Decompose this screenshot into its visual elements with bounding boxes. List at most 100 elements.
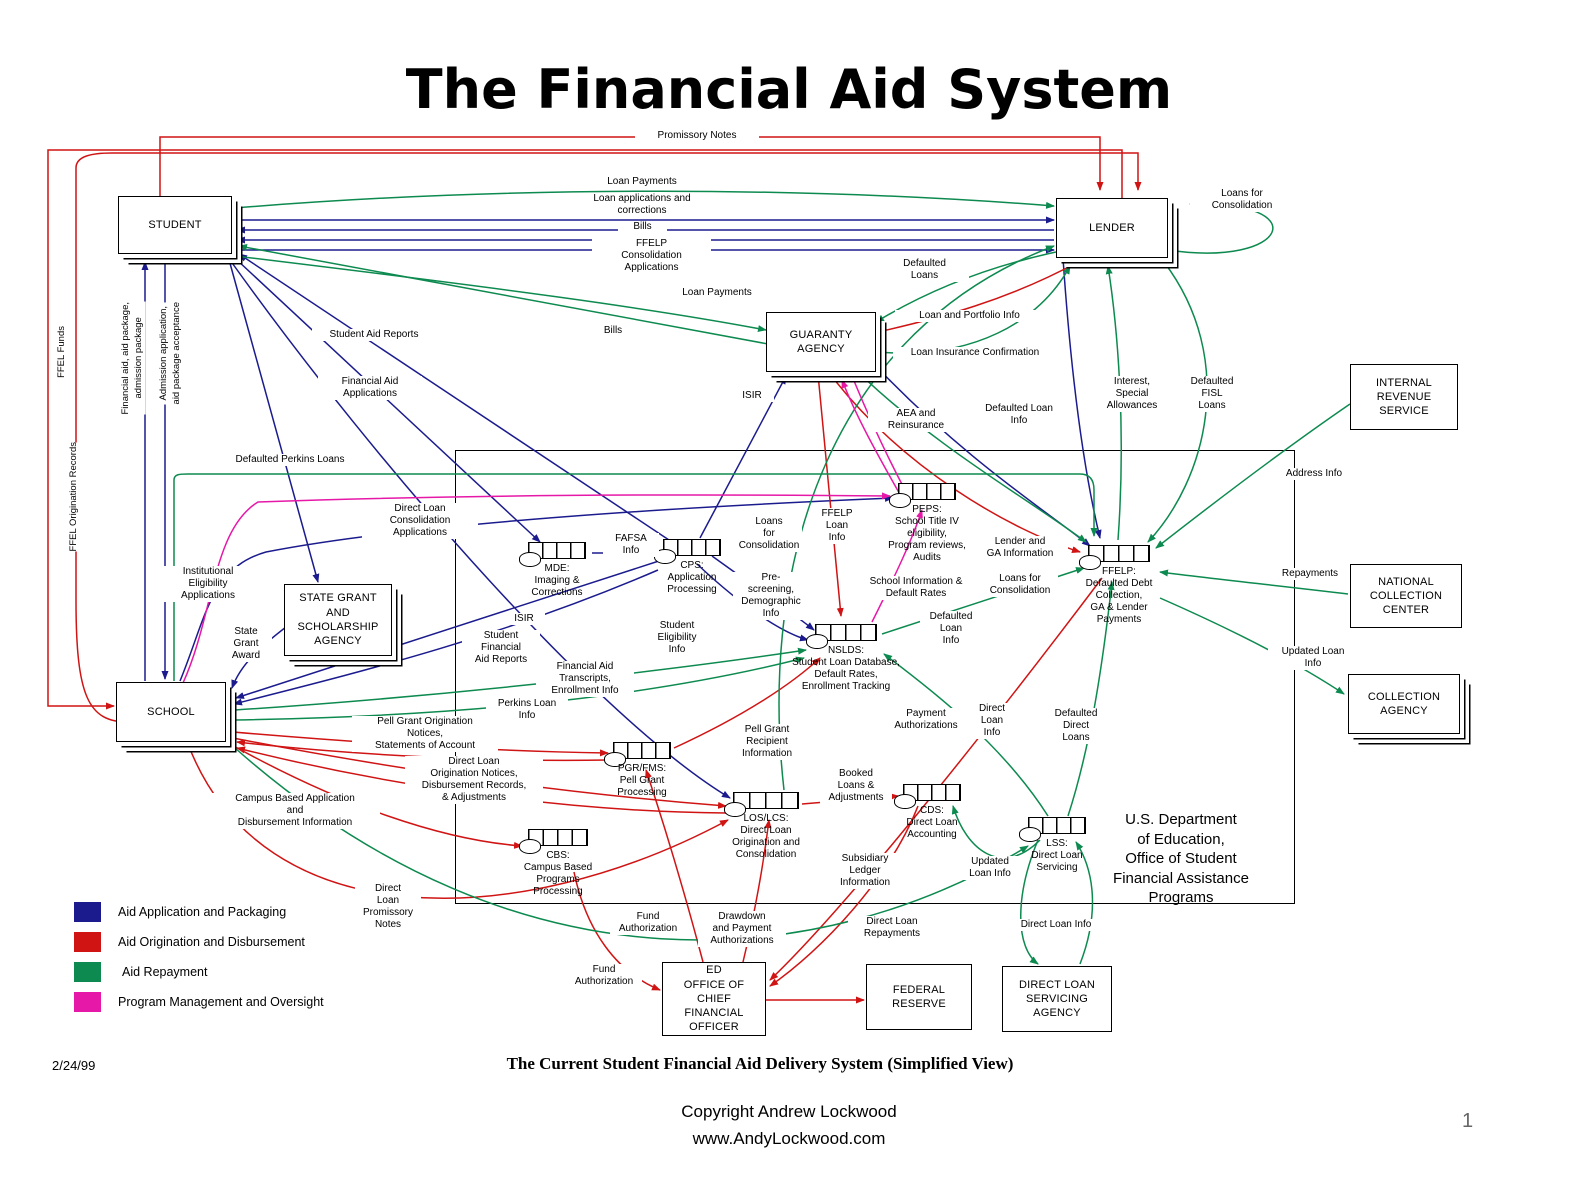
side-label-ffel-origination-records: FFEL Origination Records [68, 442, 81, 552]
cps-label: CPS: Application Processing [667, 560, 717, 595]
flow-label-pell-grant-recipient: Pell Grant Recipient Information [726, 724, 808, 760]
flow-label-prescreening-demographic: Pre- screening, Demographic Info [733, 572, 809, 620]
flow-label-ffelp-consolidation-apps: FFELP Consolidation Applications [592, 238, 711, 274]
flow-label-dl-origination-notices: Direct Loan Origination Notices, Disburs… [405, 756, 543, 804]
flow-label-defaulted-perkins-loans: Defaulted Perkins Loans [222, 454, 358, 466]
ffelp-system-icon: FFELP: Defaulted Debt Collection, GA & L… [1079, 545, 1152, 625]
flow-label-isir-ga: ISIR [730, 390, 774, 402]
nslds-label: NSLDS: Student Loan Database, Default Ra… [792, 645, 900, 692]
flow-label-pell-grant-origination: Pell Grant Origination Notices, Statemen… [352, 716, 498, 752]
disk-array-icon [733, 792, 799, 809]
ncc-label: NATIONAL COLLECTION CENTER [1369, 575, 1443, 617]
lender-box: LENDER [1056, 198, 1168, 258]
flow-label-promissory-notes: Promissory Notes [635, 130, 759, 142]
database-cylinder-icon [604, 752, 626, 767]
legend-label-application: Aid Application and Packaging [118, 905, 287, 919]
flow-label-defaulted-loan-info-c: Defaulted Loan Info [920, 611, 982, 647]
database-cylinder-icon [894, 794, 916, 809]
irs-box: INTERNAL REVENUE SERVICE [1350, 364, 1458, 430]
disk-array-icon [903, 784, 961, 801]
flow-label-state-grant-award: State Grant Award [220, 626, 272, 662]
flow-label-updated-loan-info-b: Updated Loan Info [956, 856, 1024, 880]
page-number: 1 [1462, 1110, 1474, 1132]
legend-swatch-application [74, 902, 101, 922]
flow-label-loan-applications: Loan applications and corrections [565, 193, 719, 217]
nslds-system-icon: NSLDS: Student Loan Database, Default Ra… [792, 624, 900, 692]
side-label-admission-application: Admission application, aid package accep… [158, 302, 184, 405]
flow-label-direct-loan-info-c: Direct Loan Info [966, 703, 1018, 739]
ed-ocfo-box: ED OFFICE OF CHIEF FINANCIAL OFFICER [662, 962, 766, 1036]
legend-label-repayment: Aid Repayment [122, 965, 208, 979]
flow-label-ffelp-loan-info: FFELP Loan Info [812, 508, 862, 544]
flow-label-aea-reinsurance: AEA and Reinsurance [868, 408, 964, 432]
student-label: STUDENT [148, 218, 202, 231]
mde-system-icon: MDE: Imaging & Corrections [519, 542, 586, 598]
legend-swatch-repayment [74, 962, 101, 982]
flow-label-perkins-loan-info: Perkins Loan Info [486, 698, 568, 722]
disk-array-icon [663, 539, 721, 556]
dl-servicing-agency-label: DIRECT LOAN SERVICING AGENCY [1019, 978, 1095, 1020]
flow-label-loans-for-consolidation-r: Loans for Consolidation [982, 573, 1058, 597]
guaranty-agency-label: GUARANTY AGENCY [789, 328, 853, 355]
diagram-caption: The Current Student Financial Aid Delive… [506, 1054, 1014, 1073]
flow-label-fafsa-info: FAFSA Info [603, 533, 659, 557]
flow-label-dl-consolidation-apps: Direct Loan Consolidation Applications [362, 503, 478, 539]
cbs-system-icon: CBS: Campus Based Programs Processing [519, 829, 592, 897]
lss-label: LSS: Direct Loan Servicing [1031, 838, 1083, 873]
legend-label-oversight: Program Management and Oversight [118, 995, 324, 1009]
state-grant-agency-label: STATE GRANT AND SCHOLARSHIP AGENCY [297, 592, 379, 648]
flow-label-loan-payments-ga: Loan Payments [655, 287, 779, 299]
flow-label-institutional-eligibility: Institutional Eligibility Applications [160, 566, 256, 602]
disk-array-icon [815, 624, 877, 641]
database-cylinder-icon [1079, 555, 1101, 570]
national-collection-center-box: NATIONAL COLLECTION CENTER [1350, 564, 1462, 628]
lss-system-icon: LSS: Direct Loan Servicing [1019, 817, 1086, 873]
peps-system-icon: PEPS: School Title IV eligibility, Progr… [888, 483, 966, 563]
disk-array-icon [528, 829, 588, 846]
mde-label: MDE: Imaging & Corrections [531, 563, 583, 598]
page-title: The Financial Aid System [405, 58, 1173, 121]
flow-label-student-aid-reports: Student Aid Reports [312, 329, 436, 341]
flow-label-financial-aid-applications: Financial Aid Applications [318, 376, 422, 400]
database-cylinder-icon [1019, 827, 1041, 842]
side-label-ffel-funds: FFEL Funds [56, 326, 69, 378]
flow-label-booked-loans: Booked Loans & Adjustments [820, 768, 892, 804]
school-label: SCHOOL [147, 705, 195, 718]
side-label-financial-aid-package: Financial aid, aid package, admission pa… [120, 302, 146, 415]
los-lcs-label: LOS/LCS: Direct Loan Origination and Con… [732, 813, 800, 860]
department-of-education-label: U.S. Department of Education, Office of … [1113, 811, 1249, 906]
pgr-fms-label: PGR/FMS: Pell Grant Processing [617, 763, 667, 798]
cbs-label: CBS: Campus Based Programs Processing [523, 850, 593, 897]
flow-label-direct-loan-info-b: Direct Loan Info [1012, 919, 1100, 931]
disk-array-icon [613, 742, 671, 759]
disk-array-icon [898, 483, 956, 500]
legend-swatch-oversight [74, 992, 101, 1012]
flow-label-defaulted-loans: Defaulted Loans [880, 258, 969, 282]
federal-reserve-box: FEDERAL RESERVE [866, 964, 972, 1030]
database-cylinder-icon [806, 634, 828, 649]
flow-label-drawdown-payment-auth: Drawdown and Payment Authorizations [698, 911, 786, 947]
ffelp-label: FFELP: Defaulted Debt Collection, GA & L… [1085, 566, 1153, 625]
copyright-text: Copyright Andrew Lockwood www.AndyLockwo… [681, 1102, 897, 1149]
disk-array-icon [1088, 545, 1150, 562]
flow-label-loan-insurance-confirmation: Loan Insurance Confirmation [893, 347, 1057, 359]
flow-label-dl-promissory-notes: Direct Loan Promissory Notes [355, 883, 421, 931]
flow-label-repayments: Repayments [1272, 568, 1348, 580]
flow-label-loan-payments-top: Loan Payments [580, 176, 704, 188]
cds-label: CDS: Direct Loan Accounting [906, 805, 958, 840]
flow-label-defaulted-loan-info-ga: Defaulted Loan Info [968, 403, 1070, 427]
flow-label-fund-authorization-1: Fund Authorization [610, 911, 686, 935]
direct-loan-servicing-agency-box: DIRECT LOAN SERVICING AGENCY [1002, 966, 1112, 1032]
flow-label-payment-authorizations: Payment Authorizations [882, 708, 970, 732]
flow-label-fund-authorization-2: Fund Authorization [566, 964, 642, 988]
peps-label: PEPS: School Title IV eligibility, Progr… [888, 504, 966, 563]
legend-label-origination: Aid Origination and Disbursement [118, 935, 305, 949]
flow-label-subsidiary-ledger: Subsidiary Ledger Information [826, 853, 904, 889]
flow-label-loan-portfolio-info: Loan and Portfolio Info [895, 310, 1044, 322]
flow-label-lender-ga-information: Lender and GA Information [972, 536, 1068, 560]
collection-agency-label: COLLECTION AGENCY [1367, 690, 1441, 717]
flow-label-updated-loan-info-r: Updated Loan Info [1268, 646, 1358, 670]
database-cylinder-icon [519, 552, 541, 567]
pgr-fms-system-icon: PGR/FMS: Pell Grant Processing [604, 742, 671, 798]
flow-label-bills-top: Bills [618, 221, 667, 233]
